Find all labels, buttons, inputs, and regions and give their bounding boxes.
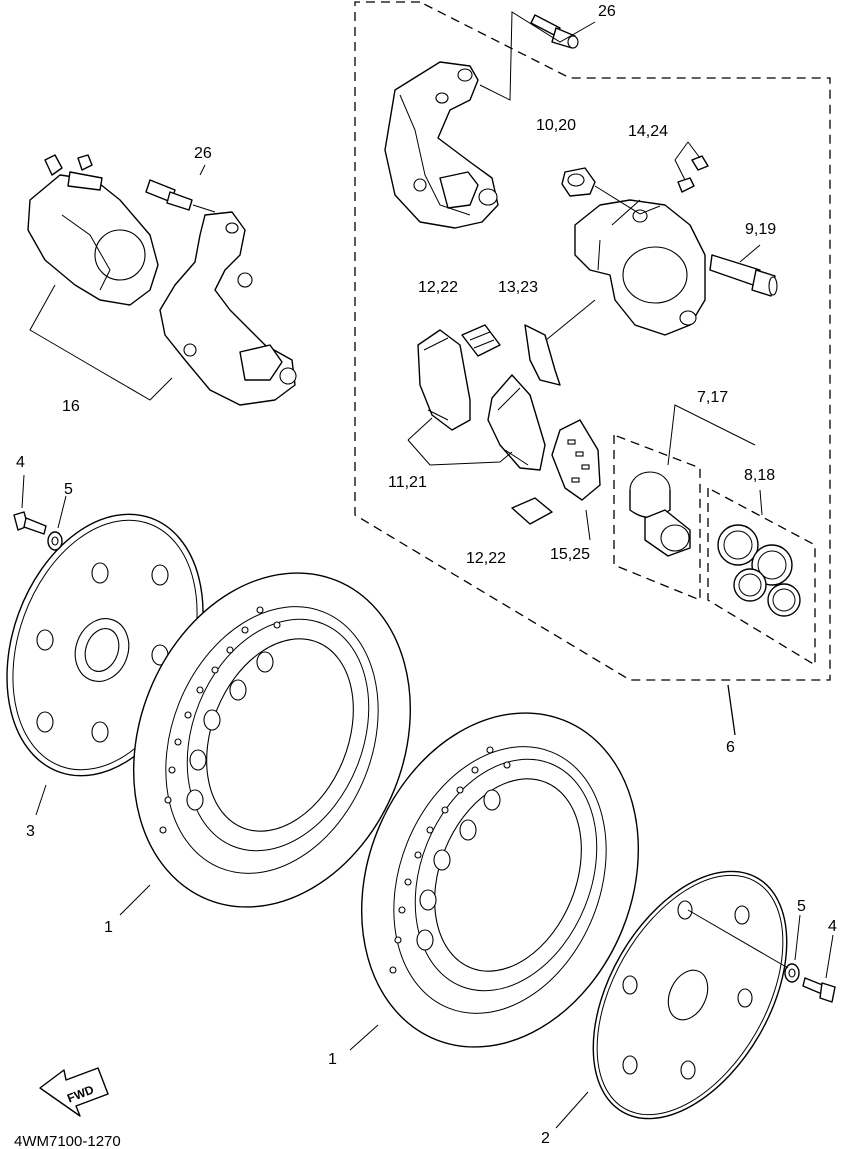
callout-9-19: 9,19 xyxy=(745,221,776,238)
caliper-bracket-top xyxy=(384,61,499,229)
callout-6: 6 xyxy=(726,739,735,756)
piston-lower xyxy=(644,509,691,557)
seal-kit-box xyxy=(707,487,816,667)
callout-3: 3 xyxy=(26,823,35,840)
callout-7-17: 7,17 xyxy=(697,389,728,406)
caliper-kit-boundary xyxy=(354,1,831,736)
brake-pad-left xyxy=(417,329,471,431)
callout-26-top: 26 xyxy=(598,3,616,20)
bolt-26-left xyxy=(145,179,193,211)
piston-upper xyxy=(629,471,671,519)
callout-4-left: 4 xyxy=(16,454,25,471)
callout-5-left: 5 xyxy=(64,481,73,498)
brake-disc-lower xyxy=(360,712,640,1048)
pad-spring-12-22-bottom xyxy=(511,497,553,525)
washer-5-left xyxy=(47,531,63,551)
bleed-screw-14-24 xyxy=(677,155,709,193)
callout-8-18: 8,18 xyxy=(744,467,775,484)
piston-kit-box xyxy=(613,404,756,601)
bolt-26-top xyxy=(530,14,579,49)
fwd-arrow-icon: FWD xyxy=(39,1067,109,1117)
callout-12-22-top: 12,22 xyxy=(418,279,458,296)
pad-spring-12-22-top xyxy=(461,324,501,357)
seal-rings xyxy=(717,524,801,617)
callout-13-23: 13,23 xyxy=(498,279,538,296)
callout-10-20: 10,20 xyxy=(536,117,576,134)
caliper-assembly-left xyxy=(27,154,159,306)
bolt-4-right xyxy=(802,977,836,1003)
brake-disc-upper xyxy=(132,572,412,908)
callout-labels: 26 26 10,20 14,24 9,19 12,22 13,23 16 11… xyxy=(16,3,837,1147)
callout-1-lower: 1 xyxy=(328,1051,337,1068)
hub-plate-right xyxy=(592,870,788,1120)
callout-5-right: 5 xyxy=(797,898,806,915)
slide-pin-bolt-9-19 xyxy=(709,254,778,297)
callout-11-21: 11,21 xyxy=(388,474,427,491)
brake-pad-right xyxy=(487,374,546,471)
caliper-bracket-left xyxy=(159,211,297,406)
callout-26-left: 26 xyxy=(194,145,212,162)
callout-12-22-bottom: 12,22 xyxy=(466,550,506,567)
drawing-code: 4WM7100-1270 xyxy=(14,1133,121,1149)
bleeder-10-20 xyxy=(561,167,596,197)
bolt-4-left xyxy=(13,511,47,535)
callout-14-24: 14,24 xyxy=(628,123,668,140)
callout-16: 16 xyxy=(62,398,80,415)
pad-clip-13-23 xyxy=(524,324,561,386)
callout-4-right: 4 xyxy=(828,918,837,935)
pad-shim-15-25 xyxy=(551,419,601,501)
washer-5-right xyxy=(784,963,800,983)
callout-2: 2 xyxy=(541,1130,550,1147)
caliper-body-right xyxy=(574,199,706,336)
callout-15-25: 15,25 xyxy=(550,546,590,563)
callout-1-upper: 1 xyxy=(104,919,113,936)
